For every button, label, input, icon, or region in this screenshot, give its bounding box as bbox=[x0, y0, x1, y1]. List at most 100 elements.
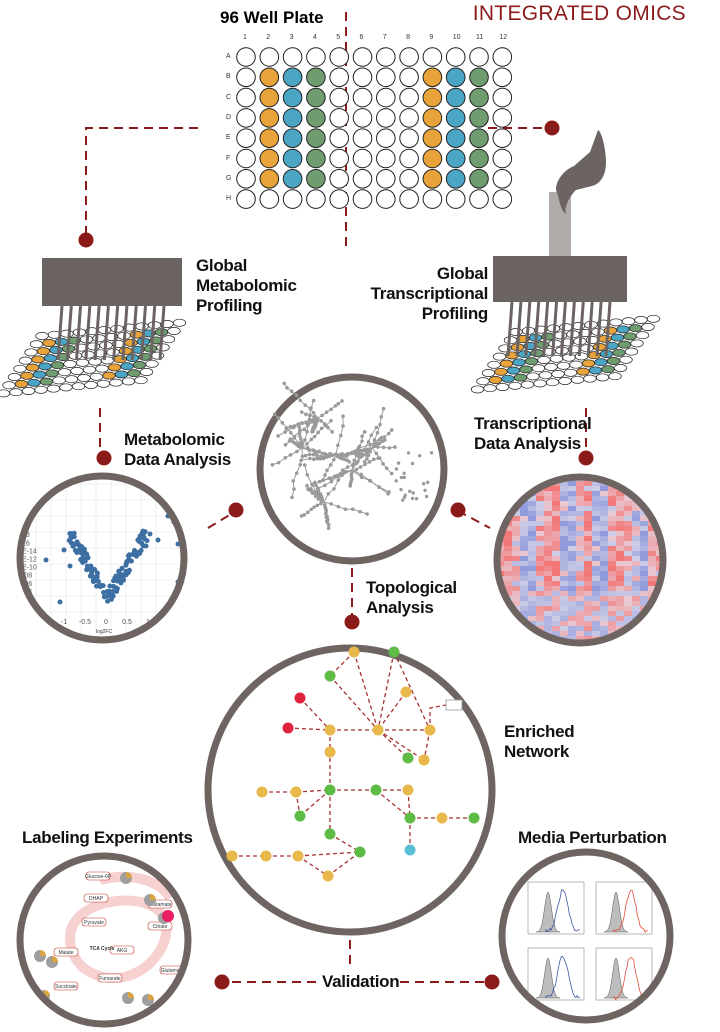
well bbox=[469, 128, 489, 148]
media-circle bbox=[498, 848, 674, 1024]
heatmap-cell bbox=[584, 521, 593, 527]
well bbox=[422, 87, 443, 108]
well bbox=[329, 148, 350, 169]
heatmap-cell bbox=[552, 551, 561, 557]
well bbox=[121, 377, 136, 386]
well bbox=[628, 324, 643, 333]
well bbox=[508, 381, 522, 390]
heatmap-cell bbox=[560, 586, 569, 592]
heatmap-cell bbox=[528, 516, 537, 522]
well bbox=[499, 359, 514, 368]
heatmap-cell bbox=[608, 516, 617, 522]
heatmap-cell bbox=[616, 596, 625, 602]
heatmap-cell bbox=[520, 526, 529, 532]
heatmap-cell bbox=[504, 477, 513, 482]
heatmap-cell bbox=[512, 521, 521, 527]
x-tick-label: 0 bbox=[104, 619, 108, 626]
network-node bbox=[324, 784, 336, 796]
topology-node bbox=[270, 463, 275, 467]
heatmap-cell bbox=[568, 536, 577, 542]
topology-node bbox=[303, 453, 308, 458]
heatmap-cell bbox=[568, 571, 577, 577]
heatmap-cell bbox=[528, 501, 537, 507]
plate-row-label: F bbox=[226, 154, 231, 162]
well bbox=[306, 108, 326, 128]
y-tick-label: E-10 bbox=[22, 565, 37, 572]
heatmap-cell bbox=[648, 571, 657, 577]
well bbox=[376, 47, 396, 67]
heatmap-cell bbox=[560, 511, 569, 517]
heatmap-cell bbox=[600, 551, 609, 557]
well bbox=[352, 148, 373, 169]
heatmap-cell bbox=[648, 551, 657, 557]
volcano-point bbox=[70, 543, 76, 549]
heatmap-cell bbox=[528, 611, 537, 617]
heatmap-cell bbox=[640, 551, 649, 557]
heatmap-cell bbox=[584, 591, 593, 597]
well bbox=[595, 373, 610, 382]
topology-node bbox=[288, 437, 293, 442]
well bbox=[31, 355, 45, 364]
heatmap-circle bbox=[493, 473, 673, 647]
well bbox=[167, 327, 181, 335]
label-line: Topological bbox=[366, 578, 457, 597]
heatmap-cell bbox=[648, 621, 657, 627]
pipette-tip bbox=[551, 301, 559, 357]
heatmap-cell bbox=[624, 611, 633, 617]
heatmap-cell bbox=[648, 576, 657, 582]
heatmap-cell bbox=[664, 631, 673, 637]
heatmap-cell bbox=[520, 631, 529, 637]
volcano-point bbox=[92, 567, 98, 573]
transcriptional-analysis-label: Transcriptional Data Analysis bbox=[474, 414, 592, 454]
heatmap-cell bbox=[656, 636, 663, 642]
well bbox=[492, 108, 513, 128]
heatmap-cell bbox=[528, 576, 537, 582]
heatmap-cell bbox=[552, 606, 561, 612]
well bbox=[95, 364, 109, 373]
heatmap-cell bbox=[568, 526, 577, 532]
heatmap-cell bbox=[560, 566, 569, 572]
plate-column-label: 2 bbox=[266, 34, 271, 41]
metabolite-node bbox=[83, 893, 109, 903]
heatmap-cell bbox=[584, 561, 593, 567]
heatmap-cell bbox=[648, 491, 657, 497]
heatmap-cell bbox=[648, 541, 657, 547]
heatmap-cell bbox=[520, 611, 529, 617]
volcano-point bbox=[137, 550, 143, 556]
well bbox=[45, 369, 59, 378]
plate-column-label: 5 bbox=[336, 34, 341, 41]
heatmap-cell bbox=[600, 486, 609, 492]
heatmap-cell bbox=[648, 496, 657, 502]
heatmap-cell bbox=[568, 541, 577, 547]
label-line: Global bbox=[436, 264, 488, 283]
well bbox=[533, 379, 547, 388]
heatmap-cell bbox=[544, 591, 553, 597]
histogram-panel bbox=[595, 881, 653, 935]
heatmap-cell bbox=[552, 521, 561, 527]
label-line: Analysis bbox=[366, 598, 434, 617]
volcano-point bbox=[84, 567, 90, 573]
heatmap-cell bbox=[560, 556, 569, 562]
heatmap-cell bbox=[552, 586, 561, 592]
heatmap-cell bbox=[608, 571, 617, 577]
well bbox=[570, 375, 585, 384]
heatmap-cell bbox=[568, 506, 577, 512]
isotope-slice bbox=[150, 894, 156, 900]
well bbox=[282, 47, 303, 67]
heatmap-cell bbox=[536, 611, 545, 617]
volcano-point bbox=[110, 583, 116, 589]
heatmap-cell bbox=[624, 596, 633, 602]
network-node bbox=[294, 810, 306, 822]
tilted-plate-right bbox=[470, 314, 661, 394]
heatmap-cell bbox=[640, 591, 649, 597]
label-line: Network bbox=[504, 742, 569, 761]
heatmap-cell bbox=[656, 516, 663, 522]
heatmap-cell bbox=[520, 477, 529, 482]
heatmap-cell bbox=[664, 501, 673, 507]
topology-node bbox=[342, 454, 346, 458]
well bbox=[399, 47, 419, 67]
plate-row-label: H bbox=[226, 195, 232, 203]
plate-row-label: D bbox=[226, 113, 232, 121]
well bbox=[81, 350, 95, 359]
heatmap-cell bbox=[592, 611, 601, 617]
